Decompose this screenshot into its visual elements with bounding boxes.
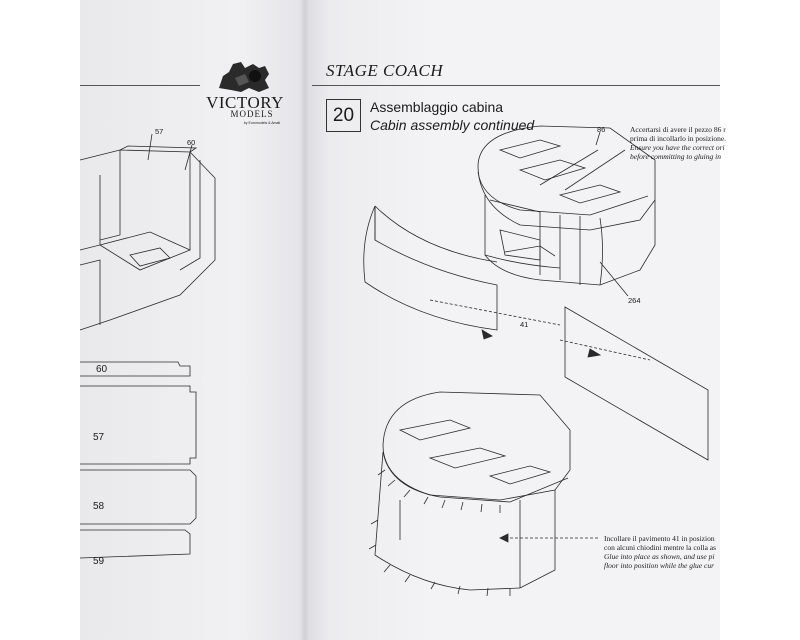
- step-title-italian: Assemblaggio cabina: [370, 99, 504, 115]
- floor-panel-drawing: [564, 306, 709, 461]
- step-title-english: Cabin assembly continued: [370, 117, 535, 133]
- note-top-en-1: Ensure you have the correct ori: [630, 143, 725, 152]
- part-callout-264: 264: [628, 296, 641, 305]
- strip-label-60: 60: [96, 364, 108, 375]
- strip-label-58: 58: [93, 501, 105, 512]
- note-top-en-2: before committing to gluing in: [630, 152, 721, 161]
- left-cabin-drawing: [79, 145, 216, 331]
- note-bottom-en-2: floor into position while the glue cur: [604, 561, 714, 570]
- header-rule-right: [312, 85, 720, 86]
- right-page: [305, 0, 720, 640]
- book-title: STAGE COACH: [326, 61, 444, 80]
- part-callout-60: 60: [187, 138, 196, 147]
- glue-tick-marks: [368, 469, 511, 597]
- upper-cabin-drawing: [477, 125, 656, 286]
- note-bottom-it-1: Incollare il pavimento 41 in posizion: [604, 534, 715, 543]
- note-top-it-1: Accertarsi di avere il pezzo 86 r: [630, 125, 726, 134]
- note-bottom: Incollare il pavimento 41 in posizion co…: [604, 534, 720, 576]
- header-rule-left: [80, 85, 200, 86]
- note-bottom-en-1: Glue into place as shown, and use pi: [604, 552, 715, 561]
- logo-tagline: by Euromodels & Amati: [243, 121, 281, 125]
- note-top-it-2: prima di incollarlo in posizione.: [630, 134, 727, 143]
- assembly-arrows: [429, 299, 651, 361]
- logo-subtitle: MODELS: [230, 109, 274, 119]
- leader-60: [184, 144, 193, 171]
- strip-label-57: 57: [93, 432, 105, 443]
- part-callout-41: 41: [520, 320, 529, 329]
- step-number: 20: [326, 99, 361, 132]
- lower-cabin-drawing: [374, 391, 571, 591]
- strip-label-59: 59: [93, 556, 105, 567]
- left-strips: [79, 361, 197, 559]
- logo-wordmark: VICTORY: [206, 93, 284, 112]
- note-top: Accertarsi di avere il pezzo 86 r prima …: [630, 125, 726, 165]
- leader-57: [147, 133, 153, 161]
- victory-models-logo-icon: [219, 62, 269, 92]
- part-callout-86: 86: [597, 125, 606, 134]
- part-callout-57: 57: [155, 127, 164, 136]
- note-bottom-it-2: con alcuni chiodini mentre la colla as: [604, 543, 717, 552]
- left-page: [80, 0, 305, 640]
- curved-panel-drawing: [363, 205, 498, 331]
- book-gutter: [300, 0, 310, 640]
